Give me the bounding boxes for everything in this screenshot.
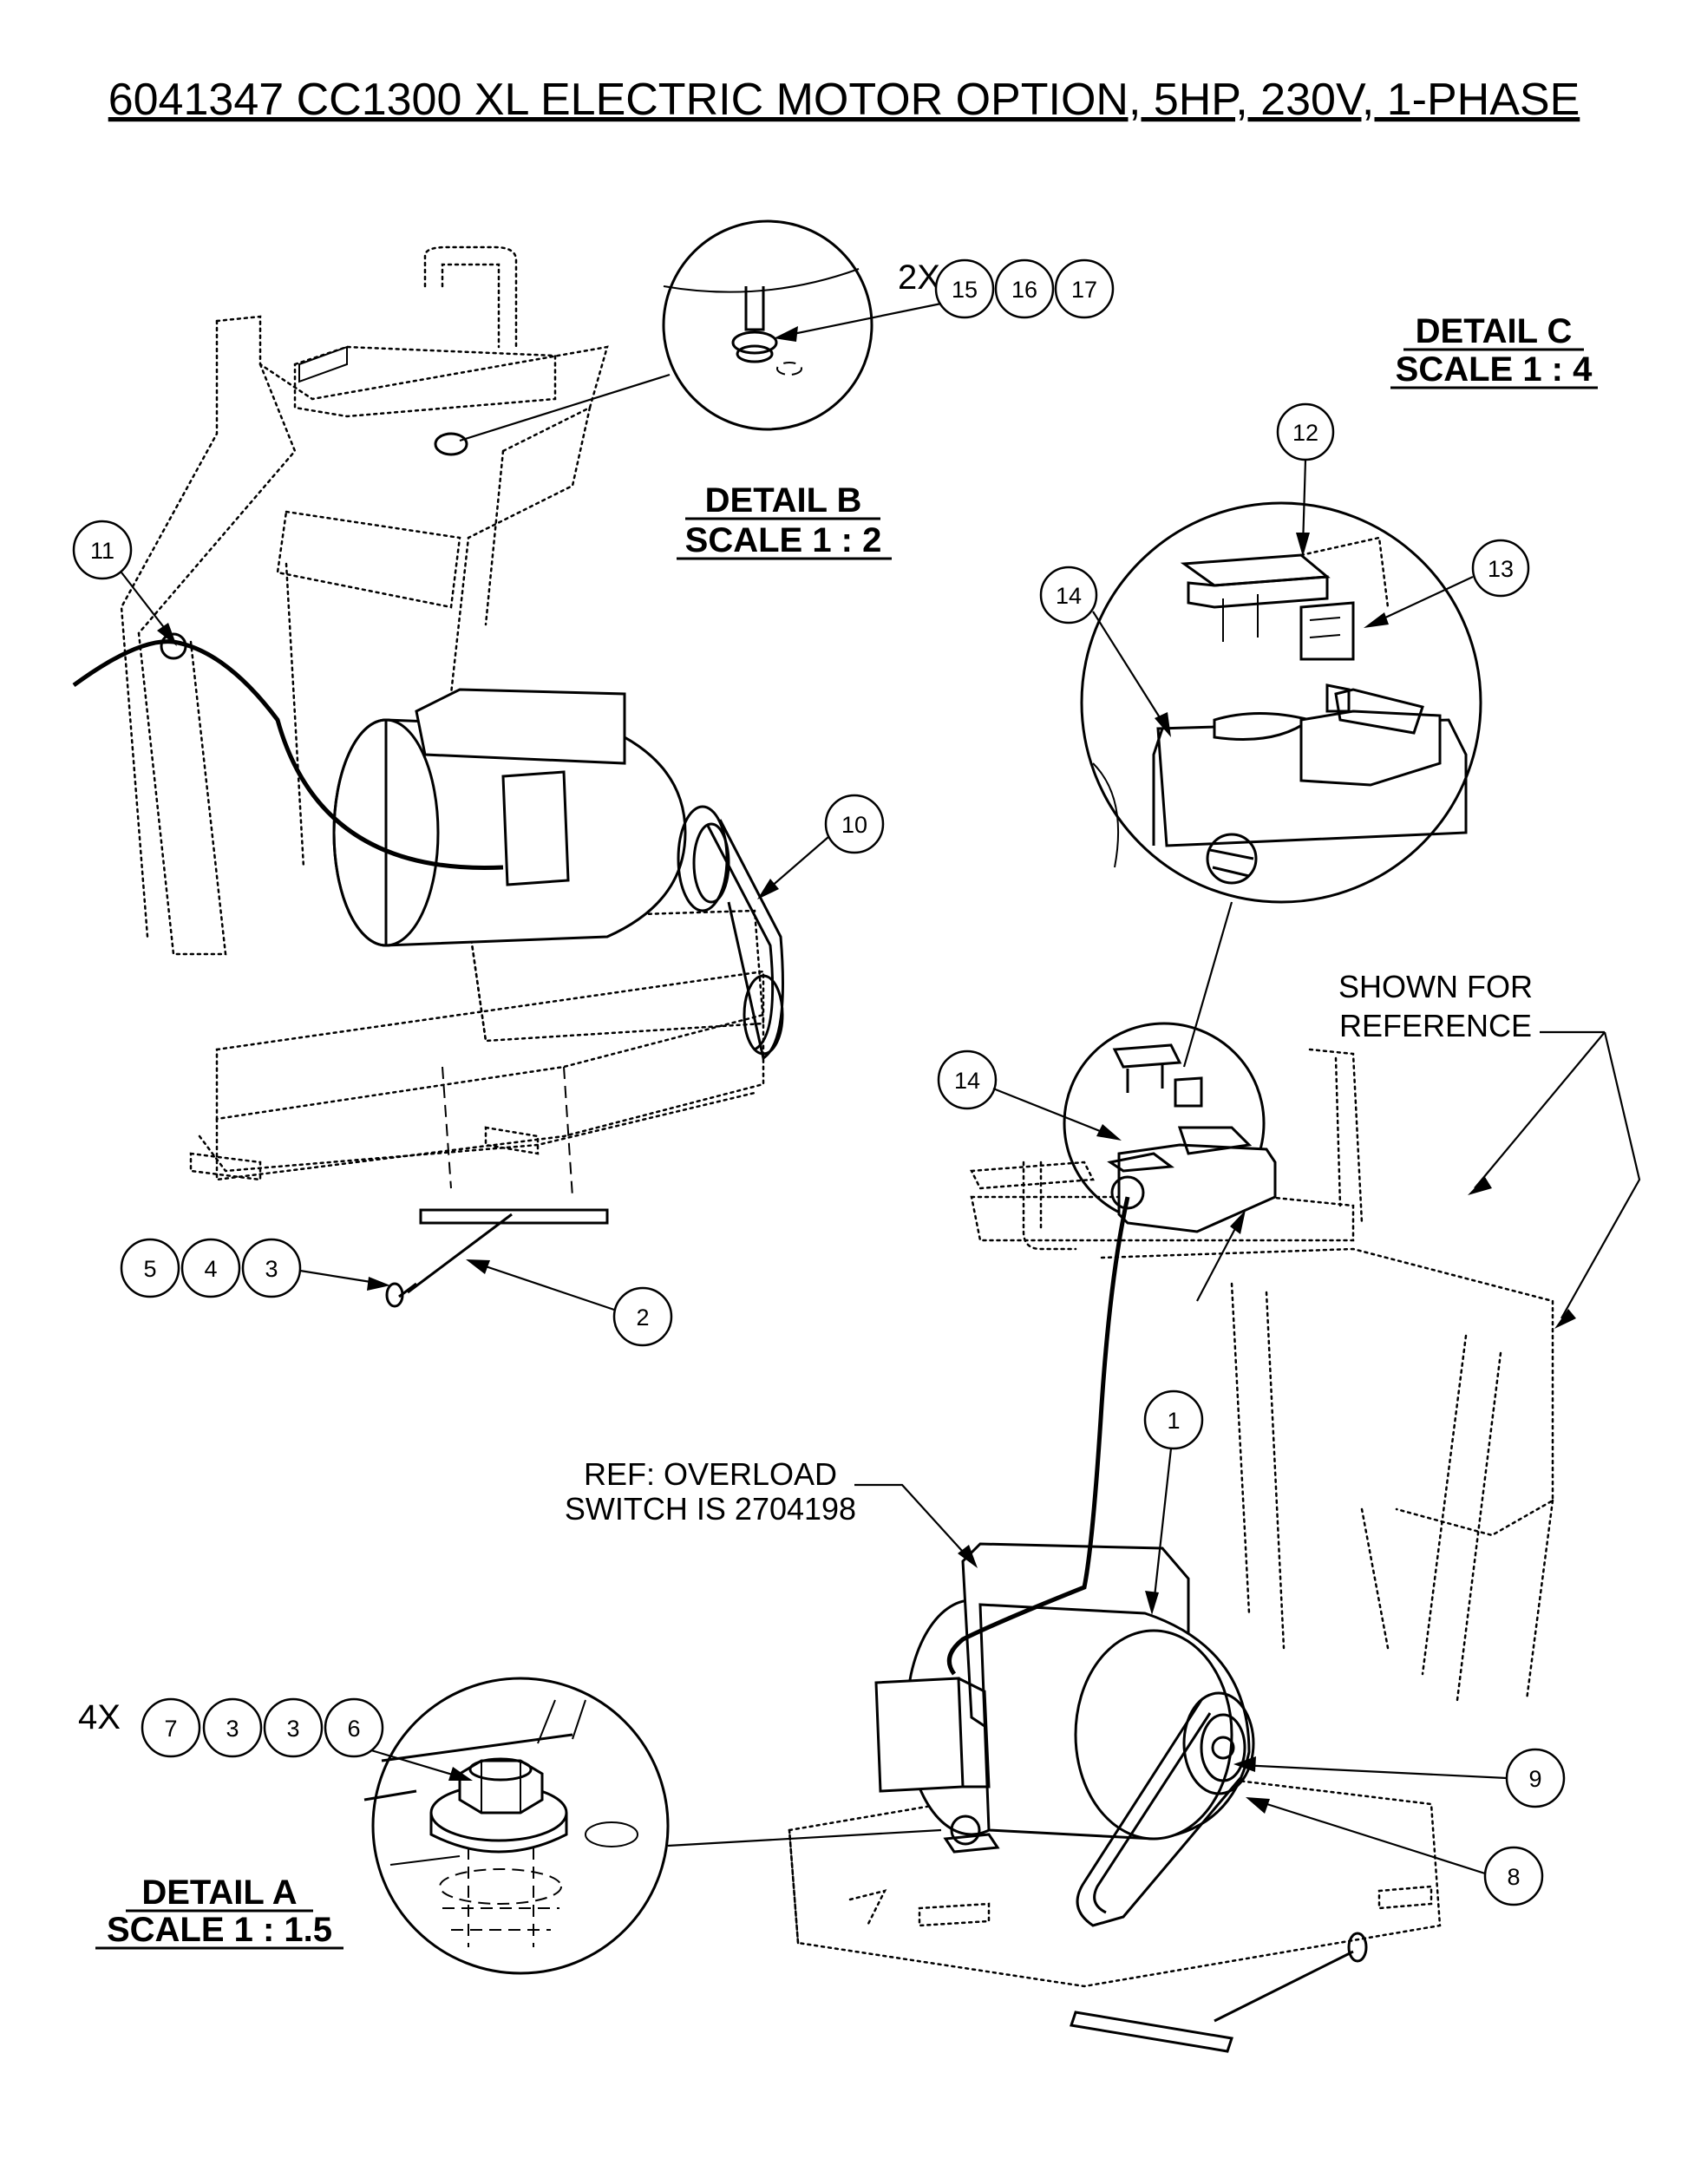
balloon-12: 12 xyxy=(1276,402,1335,461)
balloon-4: 4 xyxy=(180,1238,241,1298)
svg-text:14: 14 xyxy=(1056,583,1082,609)
detail-b-view xyxy=(434,219,873,456)
svg-text:3: 3 xyxy=(226,1716,239,1742)
overload-note: REF: OVERLOAD SWITCH IS 2704198 xyxy=(565,1456,978,1568)
balloon-15: 15 xyxy=(934,258,995,319)
svg-text:7: 7 xyxy=(164,1716,177,1742)
svg-text:SHOWN FOR: SHOWN FOR xyxy=(1338,969,1533,1004)
svg-text:REF: OVERLOAD: REF: OVERLOAD xyxy=(584,1456,837,1492)
svg-text:DETAIL B: DETAIL B xyxy=(705,481,862,520)
balloon-5: 5 xyxy=(120,1238,180,1298)
svg-text:SCALE 1 : 1.5: SCALE 1 : 1.5 xyxy=(107,1911,332,1949)
balloon-16: 16 xyxy=(994,258,1055,319)
svg-text:13: 13 xyxy=(1488,556,1514,582)
svg-text:DETAIL C: DETAIL C xyxy=(1416,312,1573,350)
balloon-10: 10 xyxy=(824,794,885,854)
right-assembly xyxy=(788,1022,1641,2053)
detail-b-label: DETAIL B SCALE 1 : 2 xyxy=(677,481,892,560)
svg-text:10: 10 xyxy=(841,812,867,838)
svg-text:9: 9 xyxy=(1528,1766,1541,1792)
detail-c-view xyxy=(1080,501,1482,1068)
svg-text:3: 3 xyxy=(286,1716,299,1742)
detail-a-callouts: 4X 7 3 3 6 xyxy=(78,1697,473,1781)
detail-b-callouts: 2X 15 16 17 xyxy=(774,258,1115,342)
svg-text:17: 17 xyxy=(1071,277,1097,303)
left-assembly xyxy=(72,245,784,1308)
balloon-8: 8 xyxy=(1483,1846,1544,1906)
balloon-3a: 3 xyxy=(202,1697,263,1758)
balloon-2: 2 xyxy=(612,1286,673,1347)
svg-text:SCALE 1 : 2: SCALE 1 : 2 xyxy=(685,521,882,559)
svg-text:16: 16 xyxy=(1011,277,1037,303)
svg-text:5: 5 xyxy=(143,1256,156,1282)
balloon-17: 17 xyxy=(1054,258,1115,319)
svg-text:8: 8 xyxy=(1507,1864,1520,1890)
balloon-11: 11 xyxy=(72,520,133,580)
detail-c-label: DETAIL C SCALE 1 : 4 xyxy=(1390,312,1598,389)
balloon-14-main: 14 xyxy=(937,1049,998,1110)
balloon-9: 9 xyxy=(1505,1748,1566,1808)
detail-a-view xyxy=(363,1677,942,1975)
svg-text:4: 4 xyxy=(204,1256,217,1282)
balloon-7: 7 xyxy=(141,1697,201,1758)
right-callouts: 14 1 9 8 10 11 xyxy=(72,520,1566,1906)
balloon-3b: 3 xyxy=(263,1697,324,1758)
svg-text:2: 2 xyxy=(636,1305,649,1331)
balloon-13: 13 xyxy=(1471,539,1530,598)
balloon-3: 3 xyxy=(241,1238,302,1298)
detail-a-label: DETAIL A SCALE 1 : 1.5 xyxy=(95,1873,343,1950)
tie-down-callouts: 5 4 3 2 xyxy=(120,1238,673,1347)
balloon-14-detail: 14 xyxy=(1039,566,1098,624)
svg-text:15: 15 xyxy=(952,277,978,303)
svg-text:SWITCH IS 2704198: SWITCH IS 2704198 xyxy=(565,1491,856,1527)
svg-text:REFERENCE: REFERENCE xyxy=(1339,1008,1532,1043)
svg-text:6: 6 xyxy=(347,1716,360,1742)
svg-text:SCALE 1 : 4: SCALE 1 : 4 xyxy=(1396,350,1593,389)
balloon-1: 1 xyxy=(1143,1390,1204,1450)
detail-a-multiplier: 4X xyxy=(78,1698,121,1736)
detail-b-multiplier: 2X xyxy=(898,258,940,297)
svg-text:14: 14 xyxy=(954,1068,980,1094)
drawing-title: 6041347 CC1300 XL ELECTRIC MOTOR OPTION,… xyxy=(108,75,1580,125)
svg-text:DETAIL A: DETAIL A xyxy=(141,1873,297,1912)
svg-text:12: 12 xyxy=(1292,420,1318,446)
balloon-6: 6 xyxy=(324,1697,384,1758)
detail-c-callouts: 12 13 14 xyxy=(1039,402,1530,737)
svg-text:11: 11 xyxy=(90,538,114,564)
svg-text:3: 3 xyxy=(265,1256,278,1282)
svg-text:1: 1 xyxy=(1167,1408,1180,1434)
reference-note: SHOWN FOR REFERENCE xyxy=(1338,969,1533,1043)
